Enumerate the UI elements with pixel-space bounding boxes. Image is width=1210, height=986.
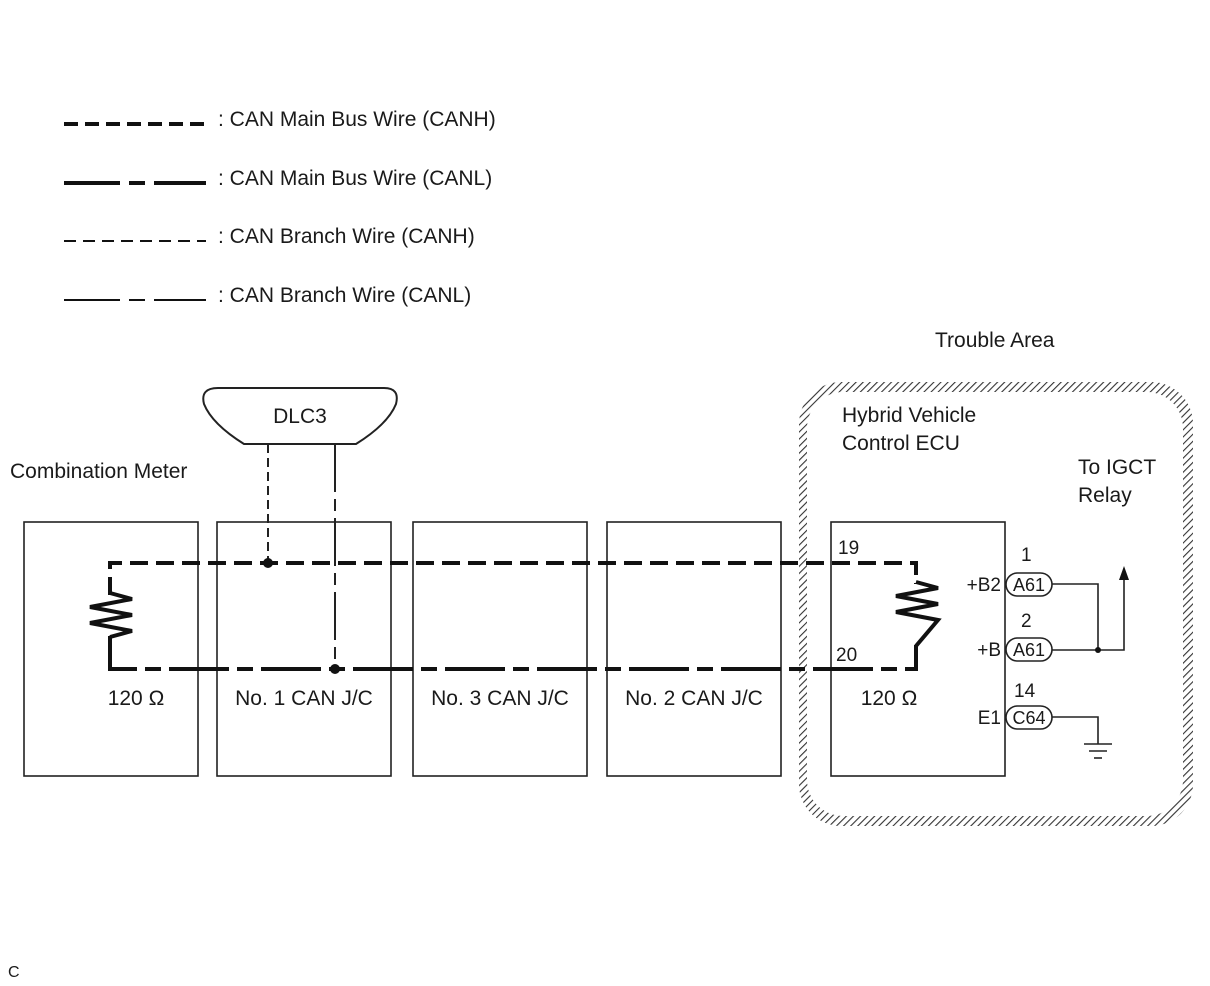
connector-b-code: A61 <box>1013 640 1045 660</box>
terminal-b2-label: +B2 <box>967 575 1001 596</box>
meter-resistor-symbol <box>89 591 133 639</box>
legend-item-branch-canh: : CAN Branch Wire (CANH) <box>64 225 475 248</box>
meter-resistance-label: 120 Ω <box>108 687 165 710</box>
legend-item-main-canh: : CAN Main Bus Wire (CANH) <box>64 108 496 131</box>
legend-label-branch-canh: : CAN Branch Wire (CANH) <box>218 225 475 248</box>
legend: : CAN Main Bus Wire (CANH) : CAN Main Bu… <box>64 108 496 307</box>
canh-splice-dot <box>263 558 273 568</box>
legend-label-branch-canl: : CAN Branch Wire (CANL) <box>218 284 471 307</box>
pin-canh-number: 19 <box>838 538 859 559</box>
pin-canl-number: 20 <box>836 645 857 666</box>
pin-e1-number: 14 <box>1014 681 1036 702</box>
power-splice-dot <box>1095 647 1101 653</box>
legend-item-branch-canl: : CAN Branch Wire (CANL) <box>64 284 471 307</box>
connector-e1-code: C64 <box>1012 708 1045 728</box>
pin-b2-number: 1 <box>1021 545 1032 566</box>
no2-can-jc-label: No. 2 CAN J/C <box>625 687 763 710</box>
combination-meter-label: Combination Meter <box>10 460 187 483</box>
legend-label-main-canh: : CAN Main Bus Wire (CANH) <box>218 108 496 131</box>
ecu-resistor-symbol <box>895 580 942 648</box>
ecu-label-line1: Hybrid Vehicle <box>842 404 976 427</box>
legend-label-main-canl: : CAN Main Bus Wire (CANL) <box>218 167 492 190</box>
main-bus-canl-wire <box>108 636 918 671</box>
to-igct-label-line2: Relay <box>1078 484 1132 507</box>
trouble-area-label: Trouble Area <box>935 329 1055 352</box>
to-igct-label-line1: To IGCT <box>1078 456 1156 479</box>
ecu-resistance-label: 120 Ω <box>861 687 918 710</box>
no1-can-jc-label: No. 1 CAN J/C <box>235 687 373 710</box>
no1-can-jc-box <box>216 521 392 777</box>
no2-can-jc-box <box>606 521 782 777</box>
ground-icon <box>1084 743 1112 759</box>
corner-code-label: C <box>8 964 20 981</box>
pin-b-number: 2 <box>1021 611 1032 632</box>
canl-splice-dot <box>330 664 340 674</box>
no3-can-jc-label: No. 3 CAN J/C <box>431 687 569 710</box>
main-bus-canh-wire <box>108 561 918 595</box>
ecu-label-line2: Control ECU <box>842 432 960 455</box>
legend-item-main-canl: : CAN Main Bus Wire (CANL) <box>64 167 492 190</box>
no3-can-jc-box <box>412 521 588 777</box>
terminal-e1-label: E1 <box>978 708 1001 729</box>
terminal-b-label: +B <box>977 640 1001 661</box>
dlc3-label: DLC3 <box>273 405 327 428</box>
power-supply-wire <box>1052 578 1125 651</box>
ground-wire <box>1052 716 1099 744</box>
arrow-up-icon <box>1119 566 1129 580</box>
dlc3-connector <box>202 387 398 445</box>
connector-b2-code: A61 <box>1013 575 1045 595</box>
